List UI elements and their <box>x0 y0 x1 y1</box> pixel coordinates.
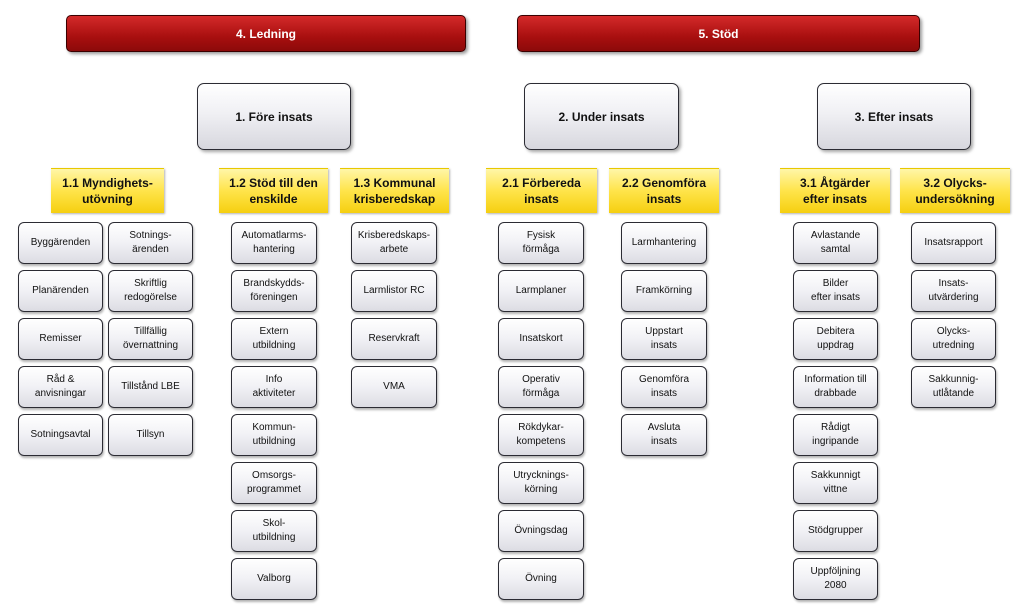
leaf-item: Larmhantering <box>621 222 707 264</box>
leaf-item: Uppföljning 2080 <box>793 558 878 600</box>
leaf-item: Skol- utbildning <box>231 510 317 552</box>
category-genomfora-insats: 2.2 Genomföra insats <box>609 168 719 213</box>
leaf-item: Stödgrupper <box>793 510 878 552</box>
column-atgarder-efter-insats: Avlastande samtal Bilder efter insats De… <box>793 222 878 606</box>
leaf-item: Skriftlig redogörelse <box>108 270 193 312</box>
leaf-item: Bilder efter insats <box>793 270 878 312</box>
leaf-item: Larmlistor RC <box>351 270 437 312</box>
leaf-item: Råd & anvisningar <box>18 366 103 408</box>
leaf-item: Tillstånd LBE <box>108 366 193 408</box>
column-genomfora-insats: Larmhantering Framkörning Uppstart insat… <box>621 222 707 462</box>
leaf-item: Sakkunnigt vittne <box>793 462 878 504</box>
leaf-item: Krisberedskaps- arbete <box>351 222 437 264</box>
column-myndighetsutovning-left: Byggärenden Planärenden Remisser Råd & a… <box>18 222 103 462</box>
leaf-item: Kommun- utbildning <box>231 414 317 456</box>
leaf-item: Automatlarms- hantering <box>231 222 317 264</box>
leaf-item: Genomföra insats <box>621 366 707 408</box>
leaf-item: Omsorgs- programmet <box>231 462 317 504</box>
leaf-item: Sakkunnig- utlåtande <box>911 366 996 408</box>
leaf-item: Information till drabbade <box>793 366 878 408</box>
leaf-item: Avsluta insats <box>621 414 707 456</box>
ledning-bar: 4. Ledning <box>66 15 466 52</box>
category-kommunal-krisberedskap: 1.3 Kommunal krisberedskap <box>340 168 449 213</box>
category-olycksundersokning: 3.2 Olycks- undersökning <box>900 168 1010 213</box>
leaf-item: Tillsyn <box>108 414 193 456</box>
column-olycksundersokning: Insatsrapport Insats- utvärdering Olycks… <box>911 222 996 414</box>
category-myndighetsutovning: 1.1 Myndighets- utövning <box>51 168 164 213</box>
phase-under-insats: 2. Under insats <box>524 83 679 150</box>
leaf-item: Remisser <box>18 318 103 360</box>
leaf-item: Utrycknings- körning <box>498 462 584 504</box>
leaf-item: Reservkraft <box>351 318 437 360</box>
leaf-item: Övning <box>498 558 584 600</box>
leaf-item: Larmplaner <box>498 270 584 312</box>
category-atgarder-efter-insats: 3.1 Åtgärder efter insats <box>780 168 890 213</box>
category-forbereda-insats: 2.1 Förbereda insats <box>486 168 597 213</box>
leaf-item: Insats- utvärdering <box>911 270 996 312</box>
leaf-item: Insatskort <box>498 318 584 360</box>
leaf-item: Debitera uppdrag <box>793 318 878 360</box>
leaf-item: Brandskydds- föreningen <box>231 270 317 312</box>
leaf-item: Sotnings- ärenden <box>108 222 193 264</box>
leaf-item: Uppstart insats <box>621 318 707 360</box>
leaf-item: VMA <box>351 366 437 408</box>
leaf-item: Rökdykar- kompetens <box>498 414 584 456</box>
leaf-item: Insatsrapport <box>911 222 996 264</box>
leaf-item: Planärenden <box>18 270 103 312</box>
category-stod-till-den-enskilde: 1.2 Stöd till den enskilde <box>219 168 328 213</box>
leaf-item: Valborg <box>231 558 317 600</box>
leaf-item: Extern utbildning <box>231 318 317 360</box>
leaf-item: Olycks- utredning <box>911 318 996 360</box>
leaf-item: Byggärenden <box>18 222 103 264</box>
leaf-item: Operativ förmåga <box>498 366 584 408</box>
phase-fore-insats: 1. Före insats <box>197 83 351 150</box>
leaf-item: Framkörning <box>621 270 707 312</box>
leaf-item: Fysisk förmåga <box>498 222 584 264</box>
column-myndighetsutovning-right: Sotnings- ärenden Skriftlig redogörelse … <box>108 222 193 462</box>
stod-bar: 5. Stöd <box>517 15 920 52</box>
leaf-item: Sotningsavtal <box>18 414 103 456</box>
leaf-item: Övningsdag <box>498 510 584 552</box>
leaf-item: Avlastande samtal <box>793 222 878 264</box>
column-stod-till-den-enskilde: Automatlarms- hantering Brandskydds- för… <box>231 222 317 606</box>
column-forbereda-insats: Fysisk förmåga Larmplaner Insatskort Ope… <box>498 222 584 606</box>
leaf-item: Tillfällig övernattning <box>108 318 193 360</box>
column-kommunal-krisberedskap: Krisberedskaps- arbete Larmlistor RC Res… <box>351 222 437 414</box>
leaf-item: Info aktiviteter <box>231 366 317 408</box>
phase-efter-insats: 3. Efter insats <box>817 83 971 150</box>
leaf-item: Rådigt ingripande <box>793 414 878 456</box>
